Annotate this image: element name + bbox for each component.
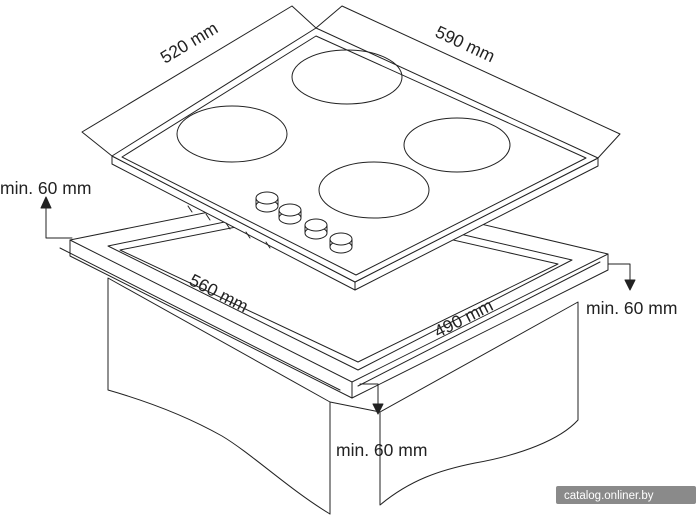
hob-bottom-tabs <box>187 205 271 249</box>
hob-surface-inner <box>121 35 587 276</box>
clearance-label-left: min. 60 mm <box>0 178 91 198</box>
cabinet-front-face <box>107 277 331 515</box>
clearance-arrow-right <box>624 279 636 291</box>
burner-back-right <box>403 117 511 173</box>
dimension-label-cutout-width: 560 mm <box>186 270 251 317</box>
burner-front-left <box>176 105 288 163</box>
cabinet-side-face <box>379 301 579 506</box>
dimension-label-depth-top: 590 mm <box>432 21 498 66</box>
clearance-arrow-front <box>372 403 384 415</box>
burner-front-right <box>318 161 430 219</box>
dimension-label-width-top: 520 mm <box>157 18 221 68</box>
watermark: catalog.onliner.by <box>556 486 696 504</box>
dim-line-520 <box>81 5 317 157</box>
control-knob <box>304 218 328 240</box>
dim-line-590 <box>315 5 621 159</box>
hob <box>111 27 599 291</box>
clearance-line-left <box>45 205 73 239</box>
dim-line-490 <box>357 261 601 387</box>
clearance-arrow-left <box>40 196 52 209</box>
dim-line-560 <box>59 247 341 391</box>
dimension-label-cutout-depth: 490 mm <box>431 295 496 342</box>
control-knob <box>329 232 353 254</box>
watermark-text: catalog.onliner.by <box>564 490 654 502</box>
clearance-line-front <box>359 383 379 405</box>
cabinet <box>107 277 579 515</box>
clearance-label-right: min. 60 mm <box>586 298 677 318</box>
countertop-front-face <box>69 239 353 399</box>
burner-back-left <box>291 49 403 105</box>
control-knobs <box>255 191 353 254</box>
clearance-line-right <box>607 263 631 283</box>
control-knob <box>278 203 302 225</box>
dimension-lines <box>45 5 631 405</box>
hob-surface <box>111 27 599 283</box>
watermark-background <box>556 486 696 504</box>
countertop-side-face <box>351 253 609 399</box>
cabinet-edge <box>329 401 381 515</box>
control-knob <box>255 191 279 213</box>
clearance-label-front: min. 60 mm <box>336 440 427 460</box>
arrow-icon <box>40 196 636 415</box>
